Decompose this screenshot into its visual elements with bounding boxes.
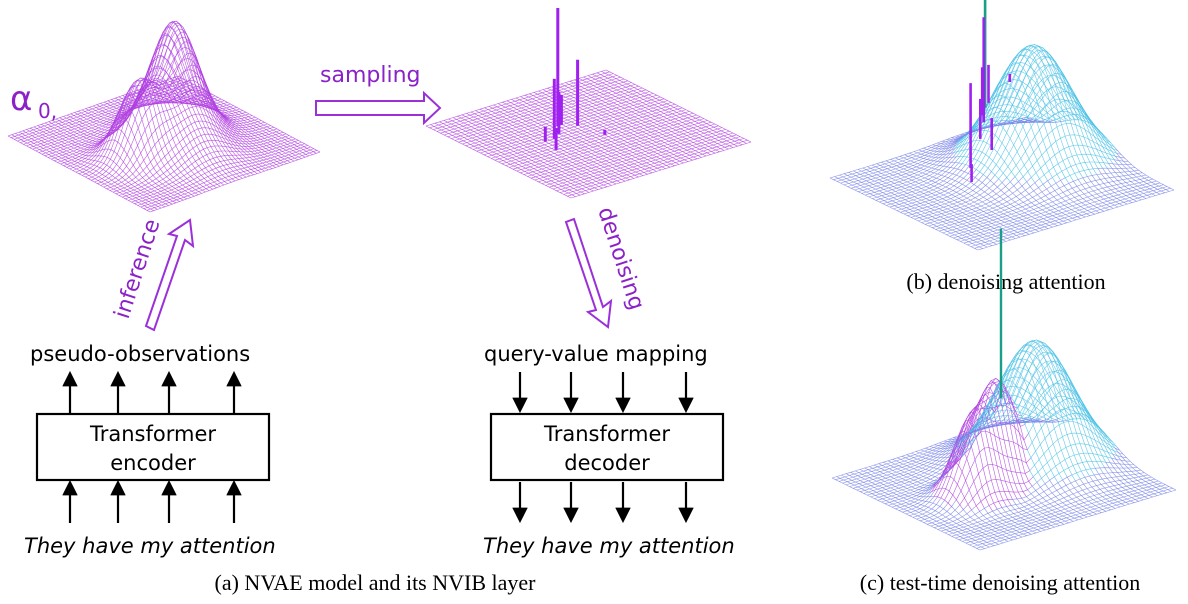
encoder-box (35, 412, 271, 482)
caption-a: (a) NVAE model and its NVIB layer (215, 570, 537, 595)
encoder-input-arrows (62, 479, 242, 523)
decoder-top-label: query-value mapping (484, 342, 708, 366)
denoising-spikes (969, 0, 1012, 183)
sampling-arrow (315, 90, 442, 126)
decoder-box (489, 412, 725, 482)
sampled-spikes (543, 8, 607, 150)
denoising-attention-plot (829, 0, 1175, 251)
encoder-box-line1: Transformer (89, 422, 216, 446)
denoising-mesh (829, 44, 1175, 251)
denoising-label: denoising (592, 204, 649, 313)
alpha-symbol: α (10, 79, 32, 119)
prior-surface-plot (7, 20, 321, 213)
alpha-subscript: 0, (38, 99, 57, 123)
denoising-arrow (564, 217, 613, 329)
sampling-label: sampling (320, 63, 420, 88)
test-time-attention-plot (831, 228, 1177, 551)
encoder-top-label: pseudo-observations (30, 342, 250, 366)
sampled-plane-mesh (425, 69, 752, 199)
caption-c: (c) test-time denoising attention (860, 570, 1140, 595)
decoder-output-sentence: They have my attention (483, 534, 735, 558)
inference-arrow (144, 218, 195, 332)
decoder-input-arrows (512, 372, 694, 414)
decoder-box-line1: Transformer (543, 422, 670, 446)
caption-b: (b) denoising attention (906, 269, 1105, 294)
decoder-box-line2: decoder (564, 451, 650, 475)
encoder-input-sentence: They have my attention (24, 534, 276, 558)
encoder-box-line2: encoder (110, 451, 196, 475)
sampled-plane-plot (425, 8, 752, 199)
decoder-output-arrows (512, 482, 694, 524)
encoder-output-arrows (62, 370, 242, 414)
test-time-mesh (831, 339, 1177, 551)
prior-mesh (7, 20, 321, 213)
